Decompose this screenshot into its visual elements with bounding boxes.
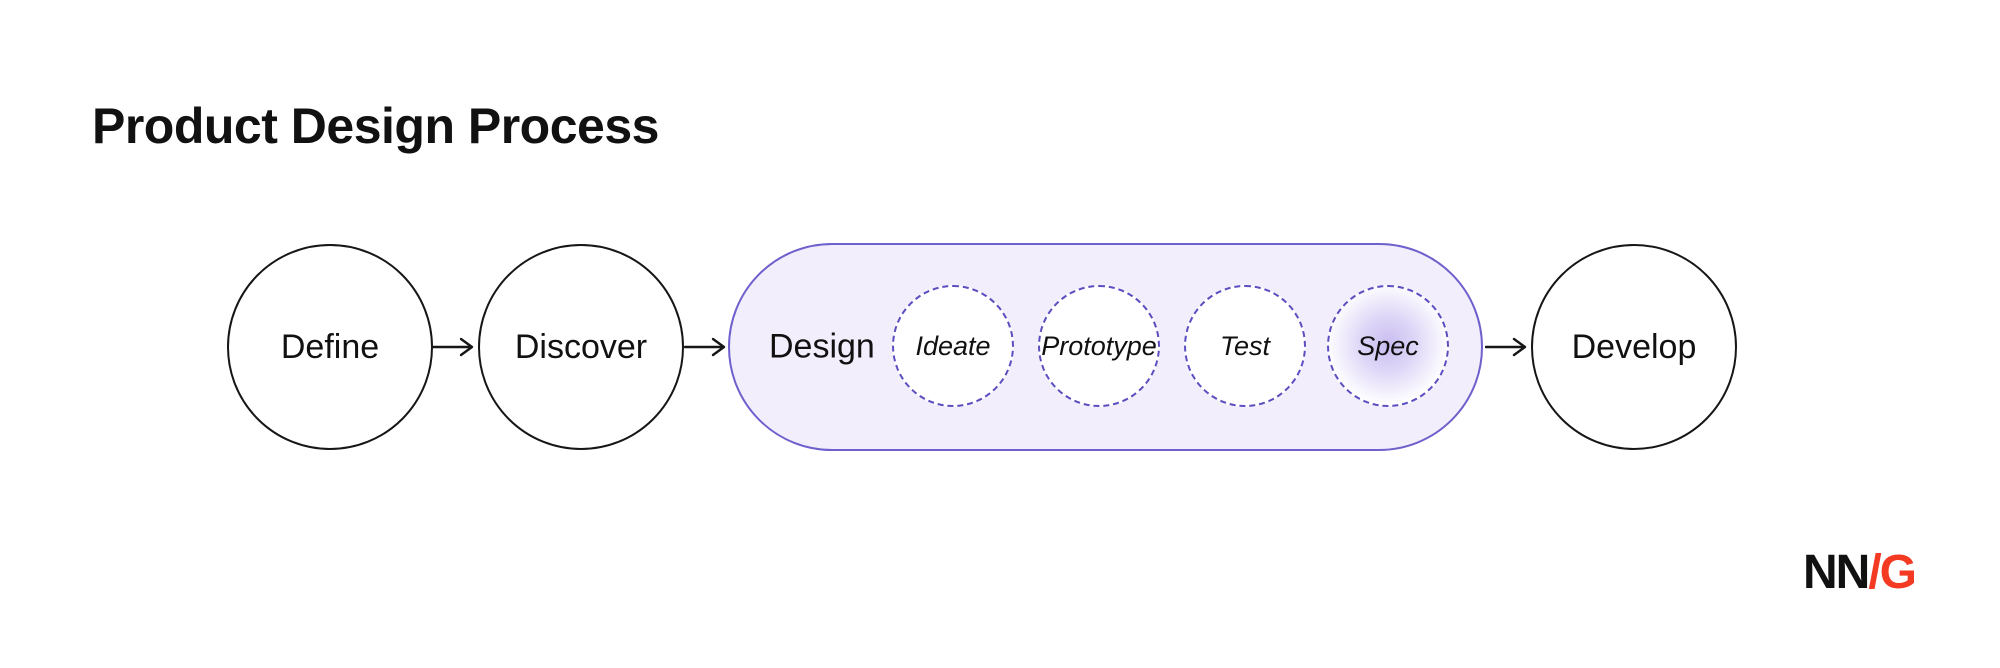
stage-discover-label: Discover	[514, 327, 648, 366]
substage-prototype: Prototype	[1038, 285, 1160, 407]
stage-define-label: Define	[280, 327, 380, 366]
arrow-right-icon	[684, 337, 726, 357]
arrow-right-icon	[1485, 337, 1527, 357]
substage-prototype-label: Prototype	[1041, 330, 1157, 361]
stage-design-label: Design	[769, 327, 875, 366]
substage-spec-label: Spec	[1357, 330, 1419, 361]
stage-develop: Develop	[1531, 244, 1737, 450]
substage-ideate: Ideate	[892, 285, 1014, 407]
stage-design-group: Design Ideate Prototype Test Spec	[728, 243, 1483, 451]
nng-logo-slash-g: /G	[1868, 546, 1917, 599]
stage-define: Define	[227, 244, 433, 450]
arrow-right-icon	[432, 337, 474, 357]
substage-ideate-label: Ideate	[915, 330, 991, 361]
substage-spec: Spec	[1327, 285, 1449, 407]
stage-discover: Discover	[478, 244, 684, 450]
stage-develop-label: Develop	[1571, 327, 1697, 366]
substage-test: Test	[1184, 285, 1306, 407]
nng-logo-nn: NN	[1803, 546, 1870, 599]
nng-logo: NN/G	[1803, 545, 1917, 600]
page-title: Product Design Process	[92, 98, 659, 154]
substage-test-label: Test	[1219, 330, 1271, 361]
